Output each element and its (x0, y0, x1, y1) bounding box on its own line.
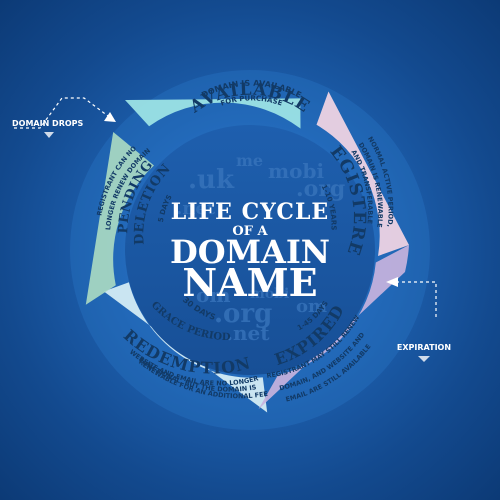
bg-word: .uk (188, 165, 235, 195)
segment-expired (258, 245, 409, 410)
arrowhead-icon (386, 277, 398, 287)
bg-word: om (196, 283, 231, 307)
center-title: LIFE CYCLE OF A DOMAIN NAME (170, 199, 330, 305)
domain-drops-label: DOMAIN DROPS (12, 119, 84, 128)
cycle-ring (85, 91, 409, 413)
arrowhead-icon (104, 112, 116, 122)
segment-available (125, 98, 301, 129)
title-line-2: OF A (232, 224, 268, 239)
bg-word: .org (214, 299, 272, 329)
bg-word: me (236, 151, 263, 170)
title-line-3: DOMAIN (170, 233, 330, 271)
expiration-label: EXPIRATION (397, 343, 451, 352)
bg-word: om (296, 296, 327, 317)
bg-word: .org (296, 176, 345, 202)
segment-pending-deletion (85, 132, 154, 305)
callout-expiration: EXPIRATION (386, 277, 451, 362)
chevron-down-icon (44, 132, 54, 138)
chevron-down-icon (418, 356, 430, 362)
callout-domain-drops: DOMAIN DROPS (12, 97, 116, 138)
bg-word: .net (176, 198, 216, 219)
title-line-4: NAME (182, 260, 317, 305)
bg-word: mobi (268, 159, 324, 183)
callout-line (396, 281, 437, 318)
title-line-1: LIFE CYCLE (171, 199, 329, 225)
segment-redemption (103, 282, 268, 413)
segment-registered (316, 91, 409, 256)
bg-word: .net (226, 321, 270, 345)
tld-word-cloud: mobi .uk me .org .net mobi om .org .net … (176, 151, 345, 345)
bg-word: mobi (250, 286, 289, 302)
center-disc (125, 125, 375, 375)
